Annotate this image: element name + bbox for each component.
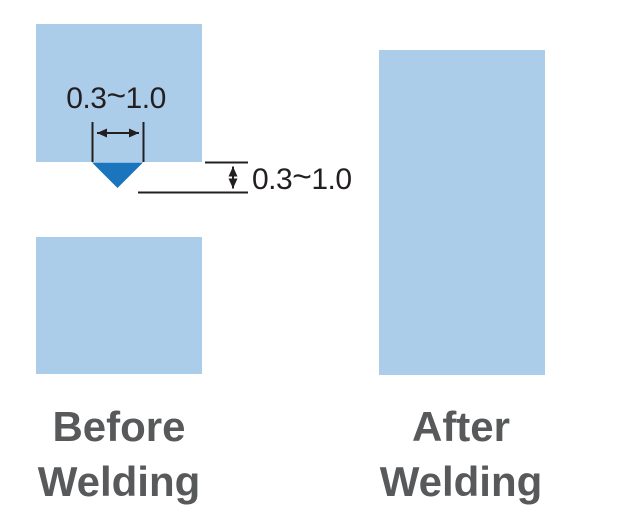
weld-groove-triangle-icon: [92, 162, 143, 188]
gap-dim-tilde: ~: [292, 158, 312, 196]
before-welding-label-line1: Before: [52, 403, 186, 450]
after-welding-label-line2: Welding: [379, 458, 543, 505]
width-dim-max: 1.0: [125, 82, 167, 115]
gap-dim-min: 0.3: [252, 163, 293, 196]
width-dim-tilde: ~: [106, 77, 126, 115]
after-welding-label-line1: After: [411, 403, 510, 450]
before-top-plate: [36, 24, 202, 162]
before-welding-label: Before Welding: [16, 399, 222, 509]
before-welding-label-line2: Welding: [37, 458, 201, 505]
after-welded-plate: [379, 50, 545, 375]
before-bottom-plate: [36, 237, 202, 374]
gap-dim-max: 1.0: [311, 163, 352, 196]
width-dim-min: 0.3: [66, 82, 107, 115]
after-welding-label: After Welding: [358, 399, 564, 509]
gap-dimension-label: 0.3~1.0: [252, 158, 352, 196]
width-dimension-label: 0.3~1.0: [40, 77, 192, 115]
